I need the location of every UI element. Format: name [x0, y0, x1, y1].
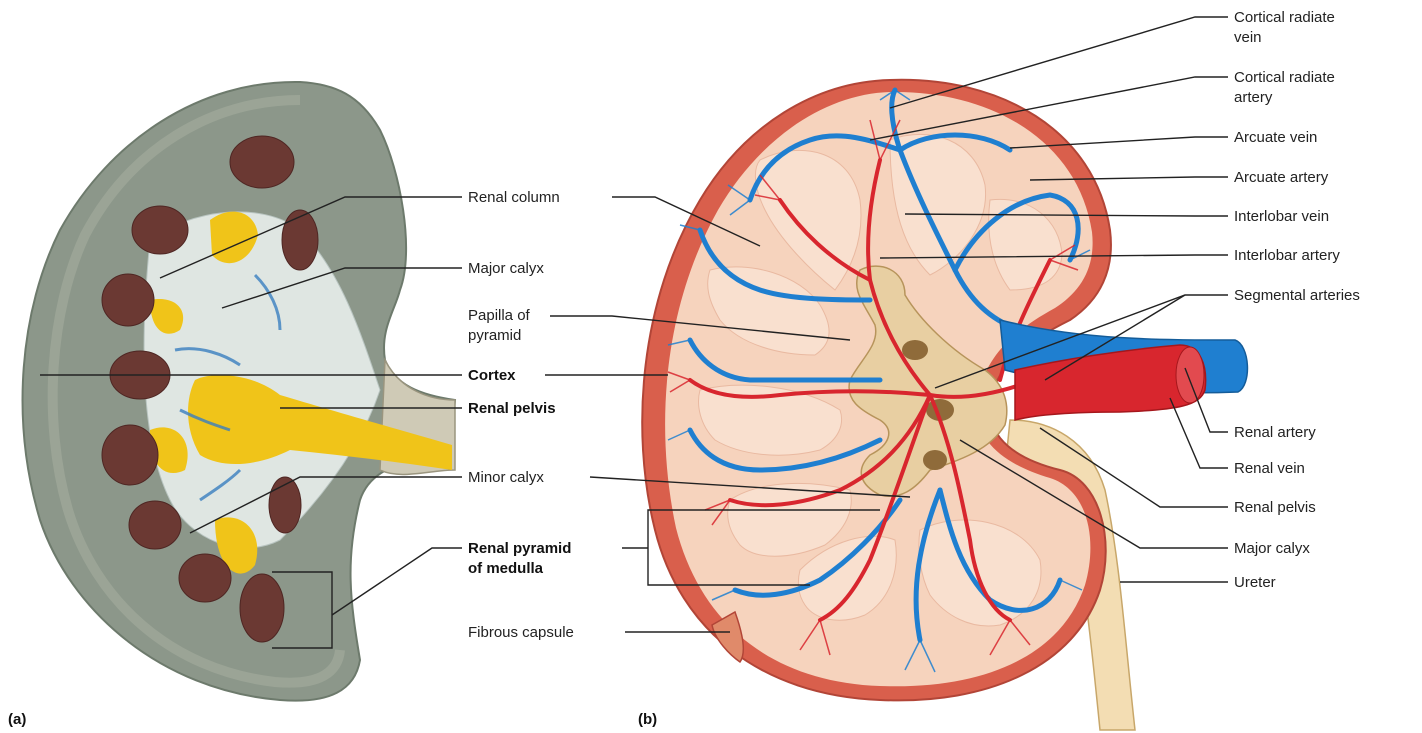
label-ureter: Ureter [1234, 574, 1276, 591]
label-cortical-radiate-vein-1: Cortical radiate [1234, 9, 1335, 26]
label-segmental-arteries: Segmental arteries [1234, 287, 1360, 304]
panel-label-a: (a) [8, 711, 26, 728]
label-renal-column: Renal column [468, 189, 560, 206]
label-interlobar-artery: Interlobar artery [1234, 247, 1340, 264]
labels-b: Cortical radiate vein Cortical radiate a… [1234, 9, 1360, 591]
label-renal-vein: Renal vein [1234, 460, 1305, 477]
label-arcuate-vein: Arcuate vein [1234, 129, 1317, 146]
panel-label-b: (b) [638, 711, 657, 728]
label-cortical-radiate-artery-1: Cortical radiate [1234, 69, 1335, 86]
label-cortex: Cortex [468, 367, 516, 384]
label-fibrous-capsule: Fibrous capsule [468, 624, 574, 641]
label-major-calyx-a: Major calyx [468, 260, 544, 277]
label-papilla-line2: pyramid [468, 327, 521, 344]
label-cortical-radiate-vein-2: vein [1234, 29, 1262, 46]
label-pyramid-line1: Renal pyramid [468, 540, 571, 557]
label-renal-artery: Renal artery [1234, 424, 1316, 441]
label-renal-pelvis-b: Renal pelvis [1234, 499, 1316, 516]
label-major-calyx-b: Major calyx [1234, 540, 1310, 557]
label-arcuate-artery: Arcuate artery [1234, 169, 1329, 186]
label-renal-pelvis-a: Renal pelvis [468, 400, 556, 417]
label-papilla-line1: Papilla of [468, 307, 531, 324]
label-interlobar-vein: Interlobar vein [1234, 208, 1329, 225]
specimen-kidney-a [23, 82, 455, 701]
labels-a: Renal column Major calyx Papilla of pyra… [468, 189, 574, 641]
label-minor-calyx: Minor calyx [468, 469, 544, 486]
label-cortical-radiate-artery-2: artery [1234, 89, 1273, 106]
label-pyramid-line2: of medulla [468, 560, 544, 577]
